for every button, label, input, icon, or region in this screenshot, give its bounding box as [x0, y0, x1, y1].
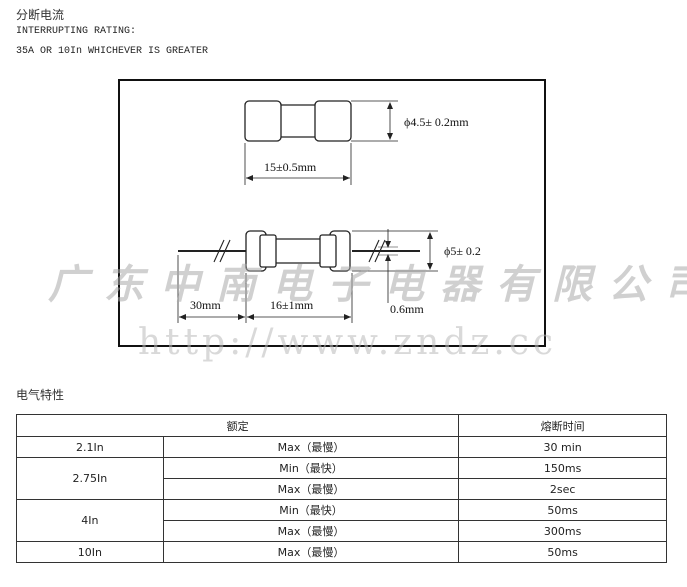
- blow-mode: Min（最快）: [162, 457, 460, 479]
- dim-length-top: 15±0.5mm: [264, 160, 317, 174]
- rated-current: 10In: [16, 541, 164, 563]
- interrupting-rating-value: 35A OR 10In WHICHEVER IS GREATER: [16, 46, 209, 57]
- page-title: 分断电流: [16, 8, 65, 22]
- table-row: Max（最慢） 2sec: [17, 478, 667, 500]
- header-rated: 额定: [15, 414, 460, 437]
- dim-diameter-bottom: ϕ5± 0.2: [444, 244, 481, 258]
- dim-lead-length: 30mm: [190, 298, 221, 312]
- top-fuse-body: [244, 100, 352, 142]
- blow-mode: Max（最慢）: [162, 436, 460, 458]
- rated-current: 2.1In: [16, 436, 164, 458]
- table-row: 10In Max（最慢） 50ms: [16, 541, 667, 563]
- blow-mode: Min（最快）: [162, 499, 460, 521]
- rated-current: 4In: [16, 499, 164, 542]
- blow-time: 50ms: [458, 541, 667, 563]
- interrupting-rating-label: INTERRUPTING RATING:: [16, 26, 137, 37]
- bottom-fuse-body: [178, 230, 420, 272]
- blow-time: 300ms: [458, 520, 667, 542]
- blow-time: 30 min: [458, 436, 667, 458]
- rated-current: 2.75In: [16, 457, 164, 500]
- electrical-section-title: 电气特性: [16, 388, 65, 402]
- blow-time: 2sec: [458, 478, 667, 500]
- blow-mode: Max（最慢）: [162, 541, 460, 563]
- fuse-dimension-diagram: ϕ4.5± 0.2mm 15±0.5mm ϕ5± 0.2 30mm 16±1mm…: [118, 79, 546, 347]
- fuse-drawing: ϕ4.5± 0.2mm 15±0.5mm ϕ5± 0.2 30mm 16±1mm…: [177, 100, 481, 323]
- blow-time: 50ms: [458, 499, 667, 521]
- table-header-row: 额定 熔断时间: [15, 414, 667, 437]
- table-row: 4In Min（最快） 50ms: [16, 499, 667, 542]
- dim-body-length: 16±1mm: [270, 298, 314, 312]
- dim-diameter-top: ϕ4.5± 0.2mm: [404, 115, 469, 129]
- header-blow-time: 熔断时间: [458, 414, 667, 437]
- blow-mode: Max（最慢）: [162, 478, 460, 500]
- dim-wire-diameter: 0.6mm: [390, 302, 424, 316]
- electrical-characteristics-table: 额定 熔断时间 2.1In Max（最慢） 30 min 2.75In Min（…: [15, 414, 667, 563]
- table-row: 2.1In Max（最慢） 30 min: [16, 436, 667, 458]
- table-row: 2.75In Min（最快） 150ms: [16, 457, 667, 500]
- blow-mode: Max（最慢）: [162, 520, 460, 542]
- blow-time: 150ms: [458, 457, 667, 479]
